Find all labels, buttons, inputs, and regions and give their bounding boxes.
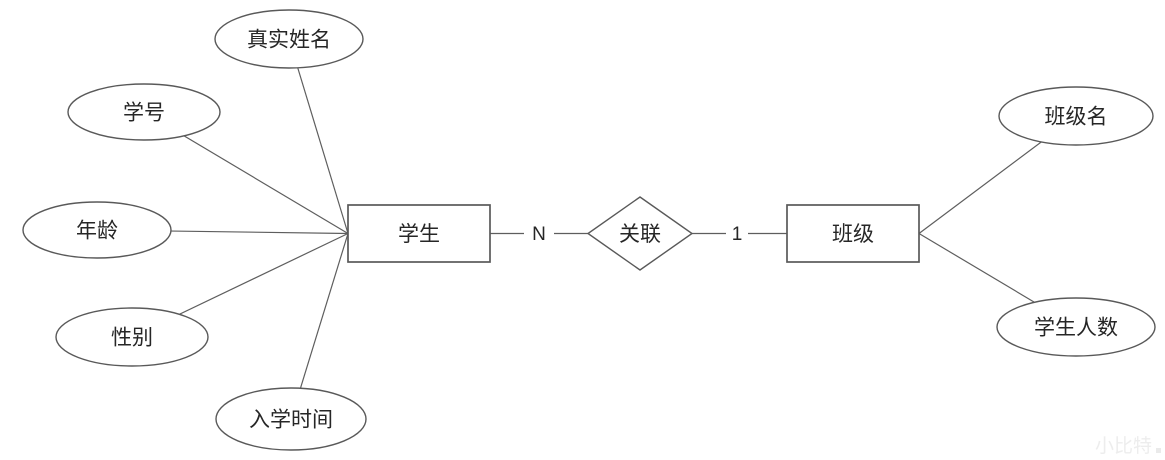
attribute-class-name: 班级名 xyxy=(998,86,1154,146)
attribute-label: 班级名 xyxy=(1045,106,1108,129)
connector-lines xyxy=(96,38,1077,420)
label-backdrop xyxy=(524,219,554,247)
attribute-student-id: 学号 xyxy=(67,83,221,141)
entity-label: 班级 xyxy=(832,223,874,246)
attribute-age: 年龄 xyxy=(22,201,172,259)
attribute-ellipse xyxy=(996,297,1156,357)
relationship-label: 关联 xyxy=(619,223,661,246)
attribute-ellipse xyxy=(67,83,221,141)
cardinality-label-n: N xyxy=(532,224,546,245)
attribute-ellipse xyxy=(998,86,1154,146)
entity-rect xyxy=(786,204,920,263)
watermark-text: 小比特 xyxy=(1095,435,1152,457)
attribute-label: 真实姓名 xyxy=(247,29,331,52)
entity-label: 学生 xyxy=(398,223,440,246)
attribute-label: 年龄 xyxy=(76,220,118,243)
attribute-ellipse xyxy=(22,201,172,259)
attribute-student-count: 学生人数 xyxy=(996,297,1156,357)
attribute-label: 性别 xyxy=(111,327,153,350)
entity-rect xyxy=(347,204,491,263)
connector-line-real-name xyxy=(288,38,349,234)
attribute-gender: 性别 xyxy=(55,307,209,367)
attribute-ellipse xyxy=(55,307,209,367)
cardinality-label-1: 1 xyxy=(732,224,743,245)
entity-class: 班级 xyxy=(786,204,920,263)
attribute-label: 学生人数 xyxy=(1034,317,1118,340)
watermark-dot xyxy=(1156,448,1161,453)
relationship-diamond: 关联 xyxy=(586,196,694,271)
attribute-enroll-time: 入学时间 xyxy=(215,387,367,451)
label-backdrop xyxy=(726,219,748,247)
cardinality-n: N xyxy=(524,219,554,247)
attribute-label: 入学时间 xyxy=(249,409,333,432)
diamond-shape xyxy=(586,196,694,271)
watermark: 小比特 xyxy=(1095,435,1161,457)
attribute-ellipse xyxy=(215,387,367,451)
attribute-label: 学号 xyxy=(123,102,165,125)
entity-student: 学生 xyxy=(347,204,491,263)
cardinality-1: 1 xyxy=(726,219,748,247)
attribute-ellipse xyxy=(214,9,364,69)
attribute-real-name: 真实姓名 xyxy=(214,9,364,69)
